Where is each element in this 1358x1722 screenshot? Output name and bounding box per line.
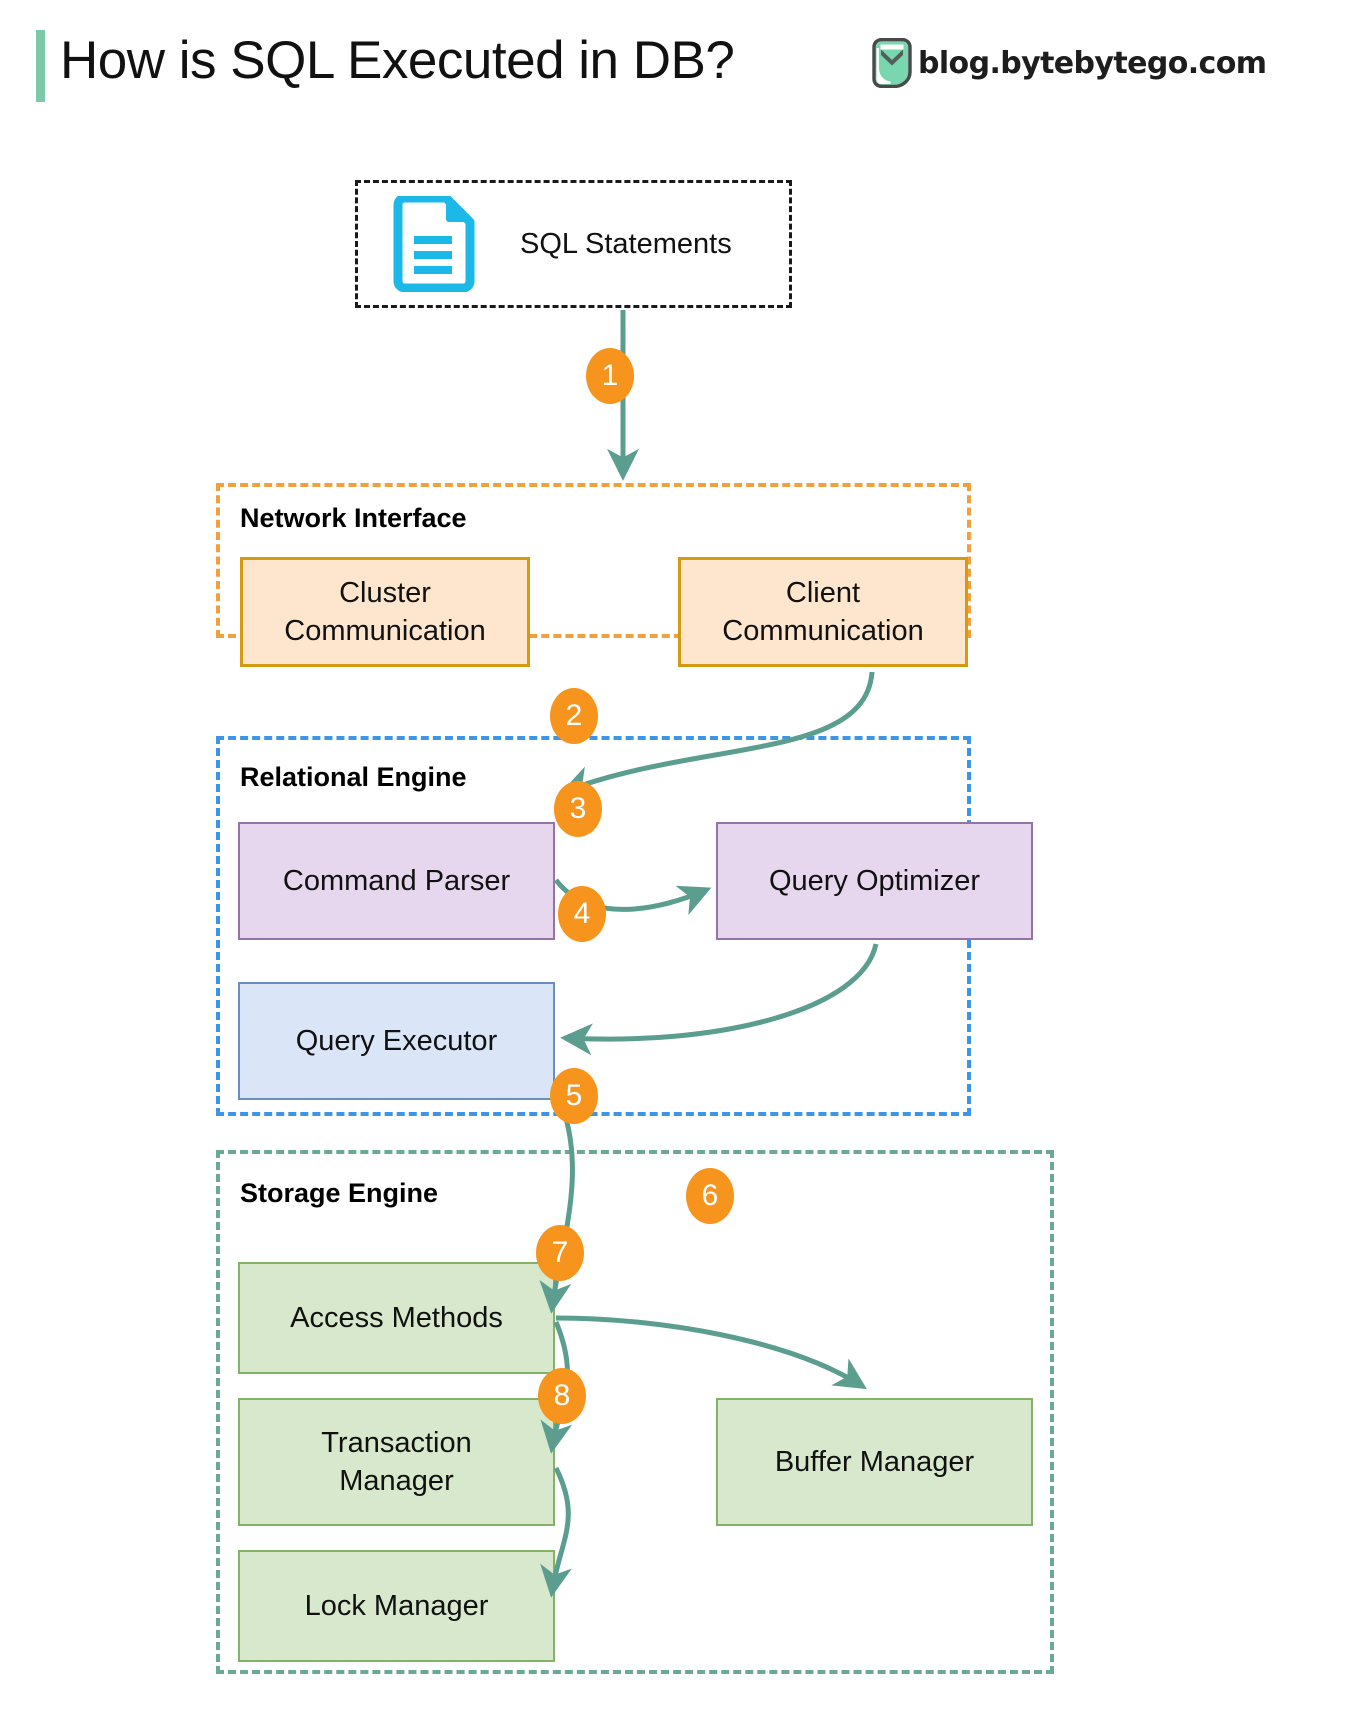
node-query-executor[interactable]: Query Executor (238, 982, 555, 1100)
node-access-methods[interactable]: Access Methods (238, 1262, 555, 1374)
step-badge-2: 2 (550, 688, 598, 744)
node-client-communication-line1: Client (785, 576, 861, 609)
step-badge-4: 4 (558, 886, 606, 942)
node-cluster-communication-line2: Communication (284, 615, 486, 647)
page-header: How is SQL Executed in DB? blog.bytebyte… (0, 0, 1358, 120)
step-badge-1: 1 (586, 348, 634, 404)
group-label-relational-engine: Relational Engine (240, 762, 467, 792)
node-transaction-manager-line2: Manager (339, 1465, 454, 1497)
node-transaction-manager-line1: Transaction (321, 1426, 472, 1459)
node-lock-manager[interactable]: Lock Manager (238, 1550, 555, 1662)
node-command-parser[interactable]: Command Parser (238, 822, 555, 940)
node-client-communication-line2: Communication (722, 615, 924, 647)
page-title: How is SQL Executed in DB? (60, 31, 735, 90)
document-icon (393, 196, 475, 292)
group-network-interface (216, 483, 971, 638)
step-badge-3: 3 (554, 781, 602, 837)
group-label-network-interface: Network Interface (240, 503, 467, 533)
step-badge-5: 5 (550, 1068, 598, 1124)
step-badge-6: 6 (686, 1168, 734, 1224)
node-buffer-manager[interactable]: Buffer Manager (716, 1398, 1033, 1526)
sql-statements-label: SQL Statements (520, 227, 732, 260)
step-badge-8: 8 (538, 1368, 586, 1424)
node-cluster-communication[interactable]: Cluster Communication (240, 557, 530, 667)
brand-text: blog.bytebytego.com (918, 45, 1267, 81)
group-storage-engine (216, 1150, 1054, 1674)
node-client-communication[interactable]: Client Communication (678, 557, 968, 667)
group-label-storage-engine: Storage Engine (240, 1178, 439, 1208)
node-query-optimizer[interactable]: Query Optimizer (716, 822, 1033, 940)
sql-statements-box: SQL Statements (355, 180, 792, 308)
node-transaction-manager[interactable]: Transaction Manager (238, 1398, 555, 1526)
bytebytego-logo-icon (872, 38, 912, 88)
step-badge-7: 7 (536, 1225, 584, 1281)
node-cluster-communication-line1: Cluster (339, 576, 431, 609)
brand-block: blog.bytebytego.com (870, 38, 1267, 88)
title-accent-bar (36, 30, 45, 102)
